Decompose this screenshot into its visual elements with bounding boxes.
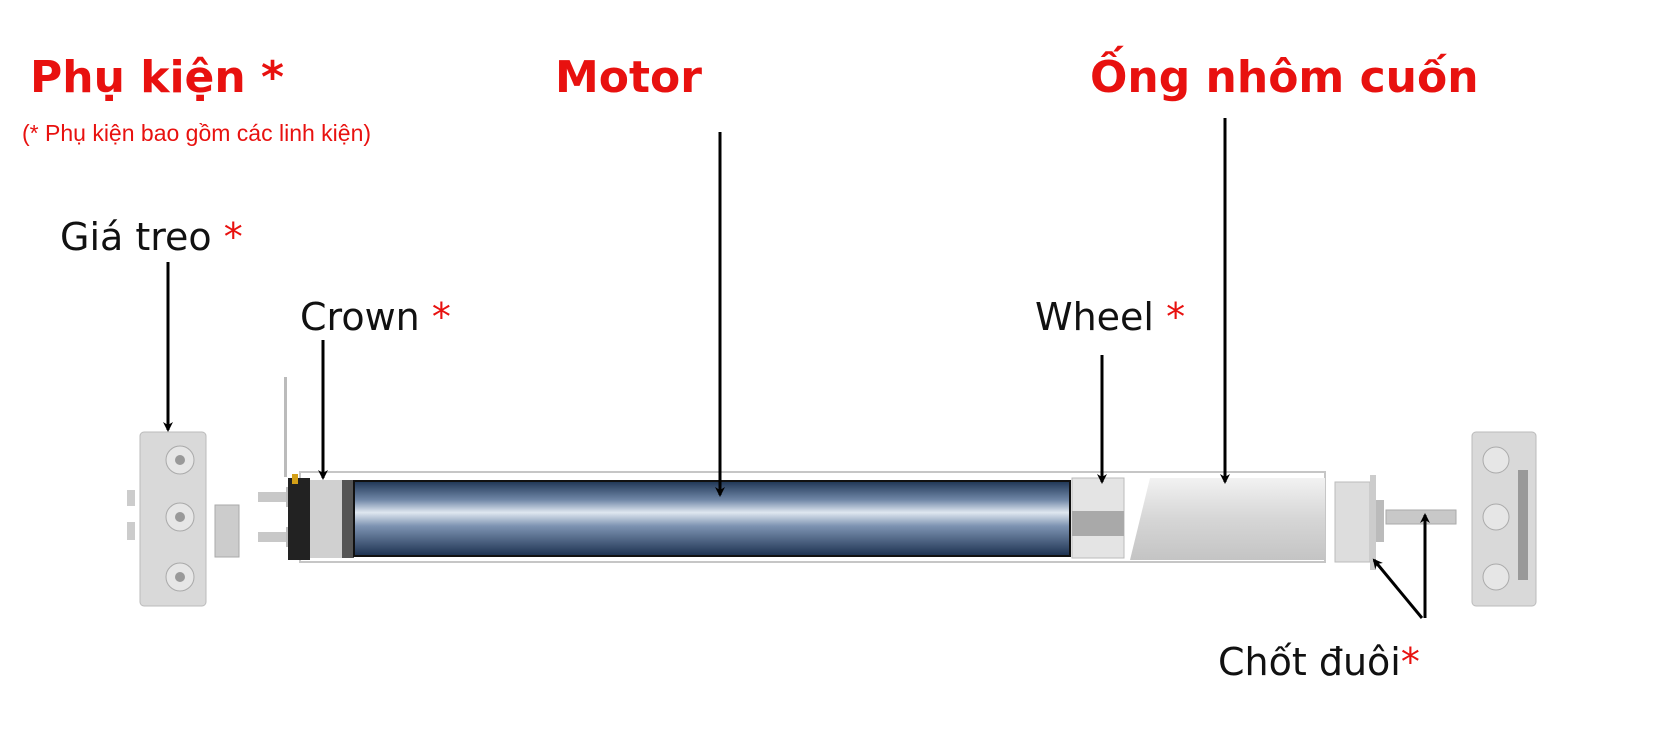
required-star: * [1166, 295, 1186, 339]
screws [258, 487, 292, 547]
wheel-label-text: Wheel [1035, 295, 1154, 339]
crown [288, 474, 354, 560]
wheel [1071, 477, 1125, 559]
wheel-label: Wheel * [1035, 298, 1185, 336]
accessories-note: (* Phụ kiện bao gồm các linh kiện) [22, 120, 372, 146]
left-bracket [127, 431, 207, 607]
end-pin-label: Chốt đuôi* [1218, 643, 1420, 681]
right-bracket [1471, 431, 1537, 607]
required-star: * [223, 215, 243, 259]
end-pin-label-text: Chốt đuôi [1218, 640, 1401, 684]
crown-label-text: Crown [300, 295, 420, 339]
bracket-label: Giá treo * [60, 218, 243, 256]
adapter-ring [214, 504, 240, 558]
accessories-title: Phụ kiện * [30, 52, 285, 103]
required-star: * [1400, 640, 1420, 684]
motor-title: Motor [555, 52, 702, 103]
clip [284, 377, 287, 477]
crown-label: Crown * [300, 298, 451, 336]
arrow-end-cap [1372, 558, 1424, 619]
motor-body [353, 480, 1071, 557]
required-star: * [431, 295, 451, 339]
tube-title: Ống nhôm cuốn [1090, 52, 1479, 103]
bracket-label-text: Giá treo [60, 215, 212, 259]
end-cap [1334, 475, 1384, 570]
aluminium-tube [1130, 478, 1325, 560]
end-pin [1385, 509, 1457, 525]
